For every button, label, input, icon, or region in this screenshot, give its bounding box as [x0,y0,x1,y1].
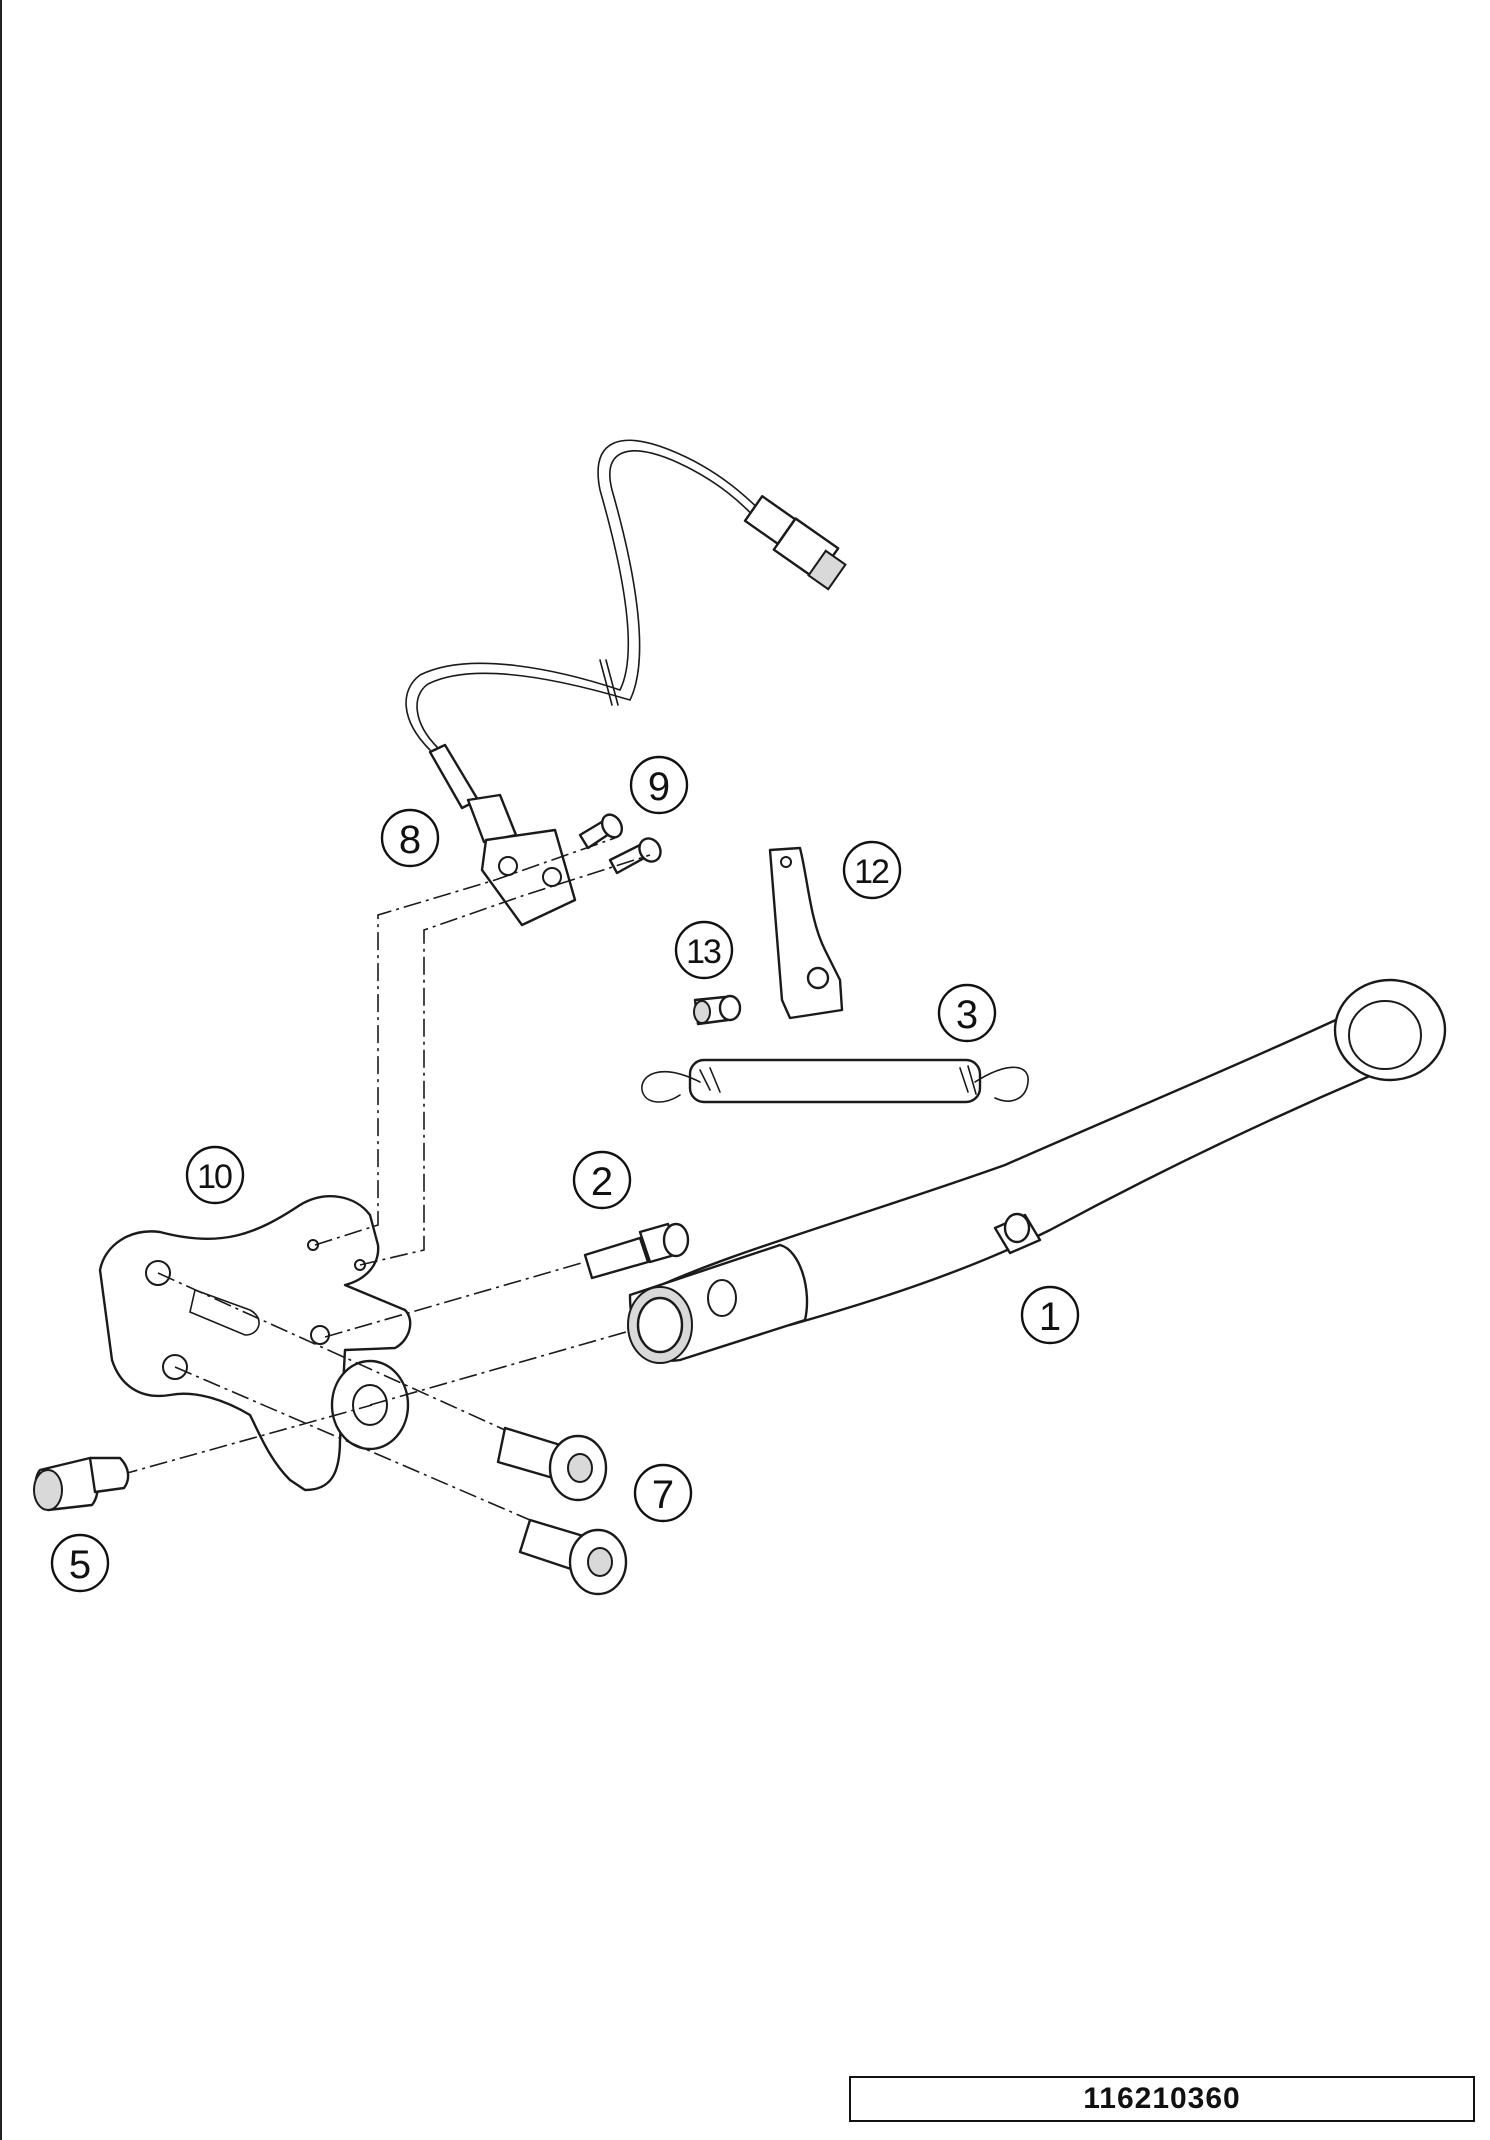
callout-2: 2 [572,1150,632,1210]
callout-1-label: 1 [1039,1295,1061,1339]
callout-8: 8 [380,808,440,868]
pivot-bolt [583,1222,690,1280]
page-frame-left-border [0,0,2,2140]
side-stand-switch [428,743,577,927]
callout-13-label: 13 [686,933,721,971]
drawing-number: 116210360 [849,2076,1475,2122]
callout-10: 10 [185,1145,245,1205]
callout-3-label: 3 [956,993,978,1037]
callout-12: 12 [842,840,902,900]
mounting-bolts [496,1426,628,1596]
callout-3: 3 [937,983,997,1043]
switch-cable [405,439,771,751]
small-screw [693,994,742,1026]
callout-13: 13 [674,920,734,980]
callout-7: 7 [633,1463,693,1523]
callout-5-label: 5 [69,1543,91,1587]
callout-9: 9 [629,755,689,815]
cable-connector [743,495,847,591]
callout-5: 5 [50,1533,110,1593]
return-spring [641,1058,1029,1104]
callout-8-label: 8 [399,818,421,862]
side-stand [627,978,1447,1364]
assembly-leader-lines [119,837,651,1521]
callout-9-label: 9 [648,765,670,809]
callout-12-label: 12 [854,853,889,891]
side-stand-bracket [98,1195,412,1492]
callout-1: 1 [1020,1285,1080,1345]
stand-nut [33,1456,130,1512]
callout-10-label: 10 [197,1158,232,1196]
switch-plate [768,846,844,1020]
callout-7-label: 7 [652,1473,674,1517]
switch-screws [578,813,662,875]
callout-2-label: 2 [591,1160,613,1204]
